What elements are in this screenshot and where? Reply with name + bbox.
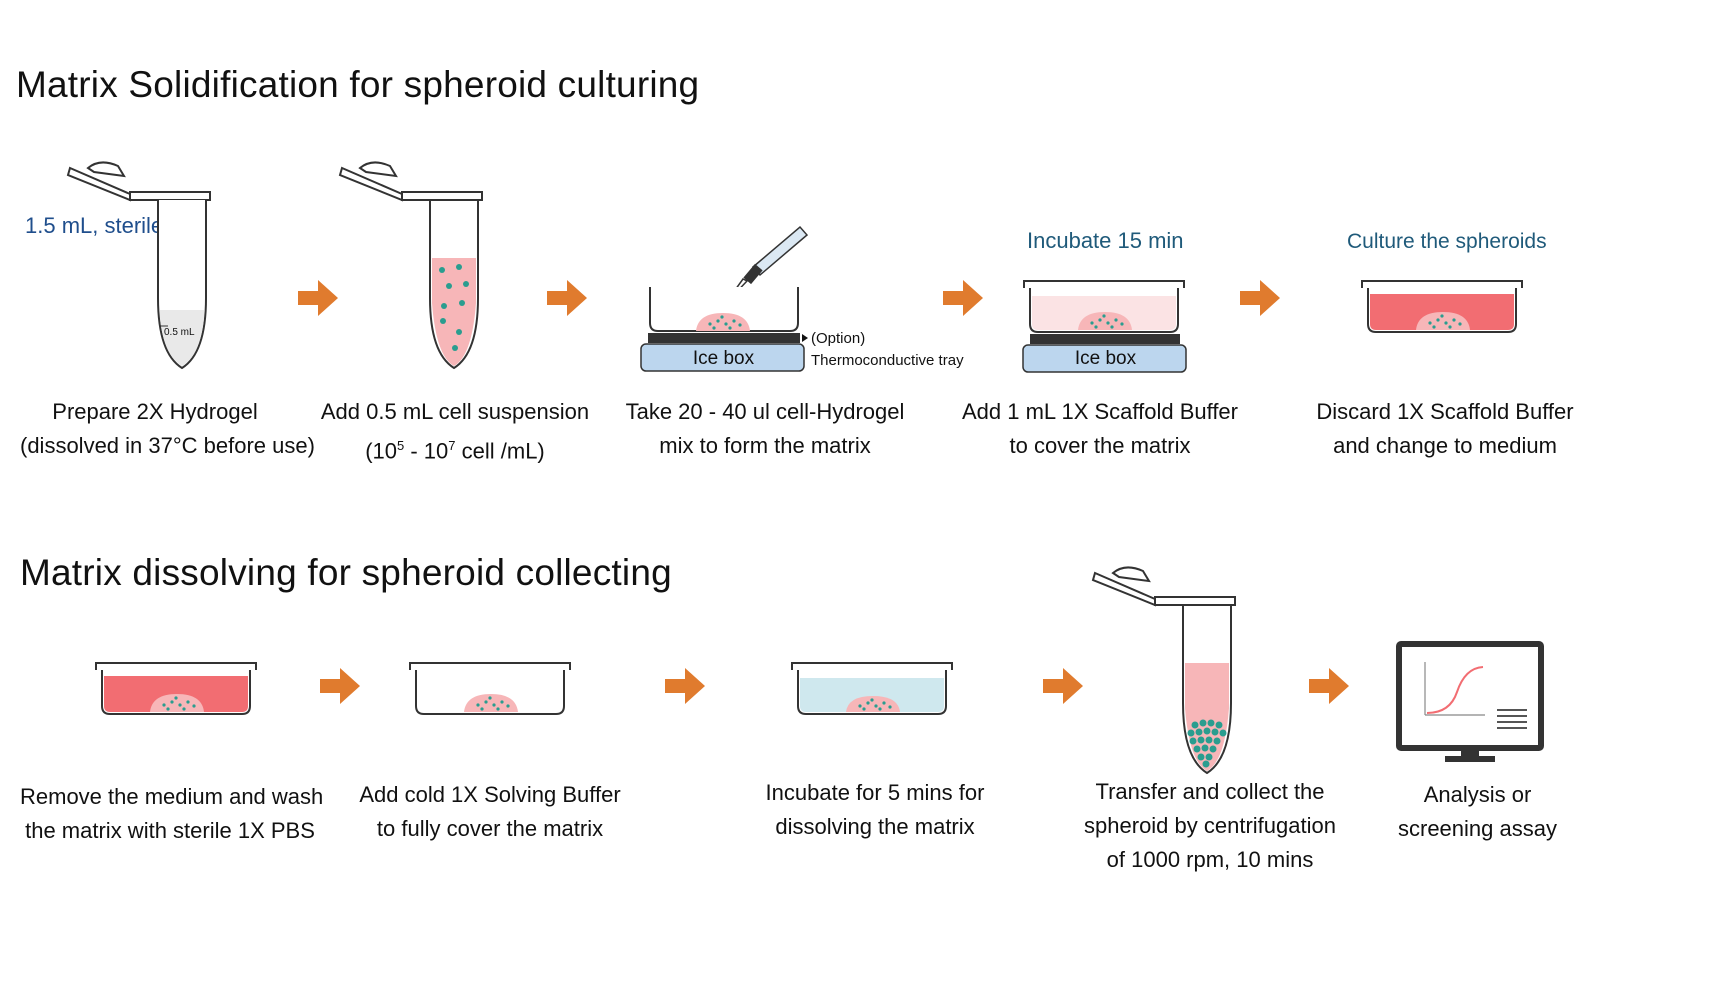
dish-buffer-icebox-icon: [1022, 280, 1187, 373]
top-step1-line2: (dissolved in 37°C before use): [20, 433, 315, 458]
bottom-step5-caption: Analysis or screening assay: [1380, 778, 1575, 846]
ice-box-label-2: Ice box: [1074, 348, 1137, 369]
bottom-step4-line1: Transfer and collect the: [1095, 779, 1325, 804]
bottom-step2-line1: Add cold 1X Solving Buffer: [359, 782, 621, 807]
top-step1-line1: Prepare 2X Hydrogel: [52, 399, 258, 424]
arrow-right-icon: [665, 668, 705, 704]
dish-matrix-icon: [409, 662, 571, 715]
arrow-right-icon: [1309, 668, 1349, 704]
bottom-step5-line1: Analysis or: [1423, 782, 1532, 807]
top-step3-line1: Take 20 - 40 ul cell-Hydrogel: [625, 399, 905, 424]
top-step2-line2: (105 - 107 cell /mL): [365, 438, 545, 464]
bottom-step1-line1: Remove the medium and wash: [20, 784, 324, 809]
bottom-section-title: Matrix dissolving for spheroid collectin…: [20, 552, 672, 593]
monitor-analysis-icon: [1396, 641, 1544, 762]
culture-header: Culture the spheroids: [1347, 230, 1547, 253]
dish-medium-icon: [1361, 280, 1523, 333]
bottom-step3-line1: Incubate for 5 mins for: [765, 780, 985, 805]
arrow-right-icon: [547, 280, 587, 316]
bottom-step1-line2: the matrix with sterile 1X PBS: [25, 818, 315, 843]
top-step5-caption: Discard 1X Scaffold Buffer and change to…: [1300, 395, 1590, 463]
top-step4-caption: Add 1 mL 1X Scaffold Buffer to cover the…: [955, 395, 1245, 463]
arrow-right-icon: [320, 668, 360, 704]
top-step5-line1: Discard 1X Scaffold Buffer: [1316, 399, 1574, 424]
arrow-right-icon: [1043, 668, 1083, 704]
top-step4-line2: to cover the matrix: [1009, 433, 1191, 458]
bottom-step2-caption: Add cold 1X Solving Buffer to fully cove…: [345, 778, 635, 846]
tube-volume-label: 1.5 mL, sterile: [25, 213, 164, 238]
ice-box-label: Ice box: [692, 348, 755, 369]
bottom-step2-line2: to fully cover the matrix: [376, 816, 604, 841]
dish-solving-buffer-icon: [791, 662, 953, 715]
bottom-step3-caption: Incubate for 5 mins for dissolving the m…: [730, 776, 1020, 844]
top-step1-caption: Prepare 2X Hydrogel (dissolved in 37°C b…: [20, 395, 315, 463]
microtube-empty-icon: [66, 161, 211, 370]
arrow-right-icon: [1240, 280, 1280, 316]
bottom-step4-line2: spheroid by centrifugation: [1084, 813, 1336, 838]
top-step2-caption: Add 0.5 mL cell suspension (105 - 107 ce…: [320, 395, 590, 468]
bottom-step4-caption: Transfer and collect the spheroid by cen…: [1065, 775, 1355, 877]
bottom-step4-line3: of 1000 rpm, 10 mins: [1106, 847, 1314, 872]
bottom-step5-line2: screening assay: [1398, 816, 1557, 841]
bottom-step3-line2: dissolving the matrix: [775, 814, 975, 839]
pipette-dish-icebox-icon: [640, 225, 809, 372]
option-label: (Option): [811, 330, 866, 347]
dish-medium-wash-icon: [95, 662, 257, 715]
top-step2-line1: Add 0.5 mL cell suspension: [320, 399, 590, 424]
top-step3-line2: mix to form the matrix: [659, 433, 871, 458]
arrow-right-icon: [298, 280, 338, 316]
top-section-title: Matrix Solidification for spheroid cultu…: [16, 64, 700, 105]
bottom-step1-caption: Remove the medium and wash the matrix wi…: [20, 780, 324, 848]
thermoconductive-tray-label: Thermoconductive tray: [811, 352, 964, 369]
tube-mark-label: 0.5 mL: [164, 327, 195, 338]
microtube-cells-icon: [338, 161, 483, 370]
microtube-spheroids-icon: [1091, 566, 1236, 775]
top-step3-caption: Take 20 - 40 ul cell-Hydrogel mix to for…: [620, 395, 910, 463]
arrow-right-icon: [943, 280, 983, 316]
top-step5-line2: and change to medium: [1333, 433, 1557, 458]
top-step4-line1: Add 1 mL 1X Scaffold Buffer: [962, 399, 1238, 424]
incubate-header: Incubate 15 min: [1027, 228, 1184, 253]
